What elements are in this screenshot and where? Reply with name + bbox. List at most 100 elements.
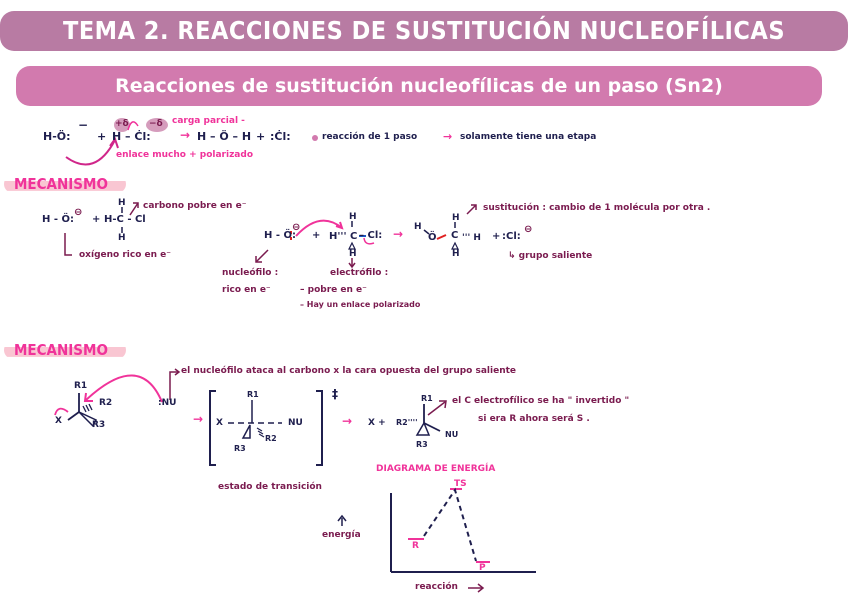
reactant-x: X <box>55 416 62 426</box>
nucleophile-attack-arrow-2 <box>295 219 343 237</box>
energy-diagram-title: DIAGRAMA DE ENERGÍA <box>376 464 496 474</box>
reaction-arrow-3: → <box>193 412 204 426</box>
carbon-poor-note: carbono pobre en e⁻ <box>143 201 247 211</box>
partial-charge-note: carga parcial - <box>172 116 245 126</box>
reactant-r1: R1 <box>74 381 88 391</box>
ts-level-label: TS <box>454 479 467 489</box>
attack-note-arrow <box>169 371 178 400</box>
ts-nu: NU <box>288 418 303 428</box>
bond-polarized-note: enlace mucho + polarizado <box>116 150 254 160</box>
hydroxide-left: H - Ö: <box>42 214 74 225</box>
substitution-note-arrow <box>466 204 477 215</box>
energy-axis-label: energía <box>322 530 361 540</box>
one-stage-note: solamente tiene una etapa <box>460 132 597 142</box>
transition-state-label: estado de transición <box>218 482 322 492</box>
leaving-group-arrow <box>363 237 375 245</box>
electrophile-desc-1: – pobre en e⁻ <box>300 285 367 295</box>
electrophile-label: electrófilo : <box>330 268 389 278</box>
nucleophile-label-arrow <box>255 249 269 263</box>
water-product: H – Ö – H <box>197 130 252 143</box>
h-bottom: H <box>349 249 357 259</box>
delta-plus-highlight <box>114 118 130 132</box>
page-subtitle: Reacciones de sustitución nucleofílicas … <box>115 75 723 97</box>
transition-state-symbol: ‡ <box>332 387 338 401</box>
h-top: H <box>452 213 460 223</box>
product-x: X + <box>368 418 386 428</box>
reaction-arrow-1: → <box>180 128 191 142</box>
reactant-r2: R2 <box>99 398 113 408</box>
hydroxide-formula: H-Ö: <box>43 130 71 143</box>
ts-bracket-right <box>316 390 323 466</box>
nu-attack-arrow <box>85 374 163 403</box>
carbon-note-arrow <box>129 202 139 216</box>
inversion-note-2: si era R ahora será S . <box>478 414 590 424</box>
x-leaving-arrow <box>54 407 69 416</box>
plus-sign: + <box>492 231 501 242</box>
nucleophile-nu: :NU <box>158 398 177 408</box>
substrate-center-left: H''' C <box>329 231 358 242</box>
product-r3: R3 <box>416 440 428 449</box>
nucleophile-label: nucleófilo : <box>222 268 279 278</box>
r-level-label: R <box>412 541 419 551</box>
delta-plus-label: +δ <box>115 119 129 129</box>
chloride-product: :Ċl: <box>270 130 291 143</box>
substrate-center-right: – Cl: <box>359 230 383 241</box>
mechanism-heading-1: MECANISMO <box>4 175 126 193</box>
delta-minus-label: −δ <box>149 119 163 129</box>
leaving-group-note: ↳ grupo saliente <box>508 251 593 261</box>
chloromethane-left: H-C - Cl <box>104 214 146 225</box>
charge-minus: − <box>78 118 89 132</box>
energy-curve <box>423 487 477 562</box>
note-arrow: → <box>443 130 453 143</box>
delta-minus-highlight <box>146 118 168 132</box>
h-bottom: H <box>452 249 460 259</box>
negative-charge-icon: ⊖ <box>74 207 83 218</box>
bond-electron-arrow-1 <box>127 121 139 131</box>
mechanism-heading-2: MECANISMO <box>4 341 126 359</box>
chloromethane-formula: H – Ċl: <box>112 130 151 143</box>
reaction-arrow-4: → <box>342 414 353 428</box>
title-banner: TEMA 2. REACCIONES DE SUSTITUCIÓN NUCLEO… <box>0 11 848 51</box>
product-h-right: ''' H <box>462 233 481 243</box>
chloride-product: :Cl: <box>502 231 521 242</box>
page-title: TEMA 2. REACCIONES DE SUSTITUCIÓN NUCLEO… <box>62 16 786 45</box>
plus-sign: + <box>256 130 266 143</box>
ts-r3: R3 <box>234 444 246 453</box>
ts-x: X <box>216 418 223 428</box>
hydroxide-center: H - Ö: <box>264 230 296 241</box>
energy-diagram <box>337 487 536 593</box>
negative-charge-icon: ⊖ <box>292 222 301 233</box>
plus-sign: + <box>312 230 321 241</box>
oxygen-note-arrow <box>64 233 72 256</box>
reactant-r3: R3 <box>92 420 106 430</box>
nucleophile-attack-arrow-1 <box>65 139 116 166</box>
ts-bracket-left <box>209 390 216 466</box>
oxygen-rich-note: oxígeno rico en e⁻ <box>79 250 172 260</box>
bullet-dot <box>312 135 318 141</box>
plus-sign: + <box>97 130 107 143</box>
product-r1: R1 <box>421 394 433 403</box>
reaction-arrow-2: → <box>393 227 404 241</box>
nucleophile-desc: rico en e⁻ <box>222 285 271 295</box>
product-oxygen: Ö <box>428 232 437 243</box>
p-level-label: P <box>479 563 486 573</box>
product-r2: R2'''' <box>396 418 418 427</box>
plus-sign: + <box>92 214 101 225</box>
h-top: H <box>349 212 357 222</box>
reaction-axis-label: reacción <box>415 582 458 592</box>
one-step-note: reacción de 1 paso <box>322 132 418 142</box>
attack-note: el nucleófilo ataca al carbono x la cara… <box>181 366 517 376</box>
ts-r1: R1 <box>247 390 259 399</box>
substitution-note: sustitución : cambio de 1 molécula por o… <box>483 203 711 213</box>
h-bottom: H <box>118 233 126 243</box>
inversion-note-arrow <box>427 401 446 416</box>
ts-r2: R2 <box>265 434 277 443</box>
h-top: H <box>118 198 126 208</box>
inversion-note-1: el C electrofílico se ha " invertido " <box>452 396 630 406</box>
product-h-left: H <box>414 222 422 232</box>
product-carbon: C <box>451 230 459 241</box>
subtitle-banner: Reacciones de sustitución nucleofílicas … <box>16 66 822 106</box>
negative-charge-icon: ⊖ <box>524 224 533 235</box>
product-nu: NU <box>445 430 459 439</box>
